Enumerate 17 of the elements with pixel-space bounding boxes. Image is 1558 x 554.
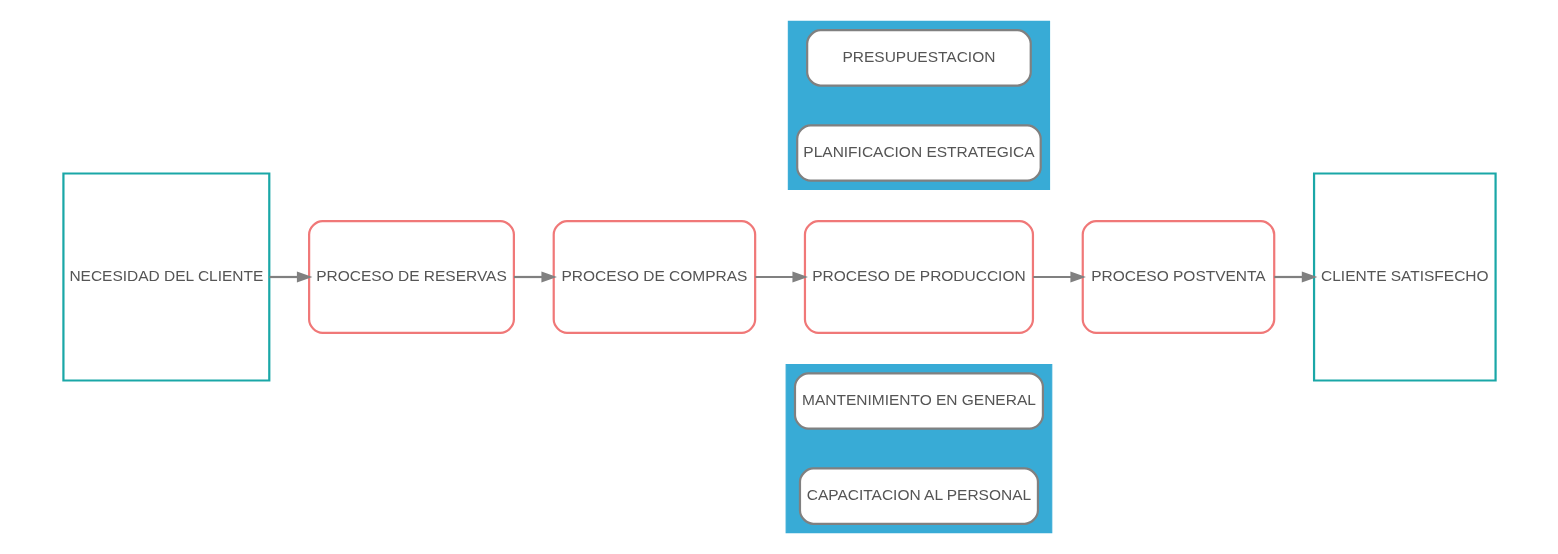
node-box: PROCESO POSTVENTA xyxy=(1081,220,1275,334)
arrow xyxy=(268,271,312,283)
node-box: CAPACITACION AL PERSONAL xyxy=(798,467,1039,525)
arrow xyxy=(513,271,557,283)
node-box: MANTENIMIENTO EN GENERAL xyxy=(793,372,1044,430)
node-box: PLANIFICACION ESTRATEGICA xyxy=(795,124,1042,182)
node-box: PROCESO DE PRODUCCION xyxy=(803,220,1034,334)
arrow xyxy=(1273,271,1317,283)
node-box: PROCESO DE COMPRAS xyxy=(552,220,756,334)
cluster xyxy=(785,363,1052,534)
node-box: CLIENTE SATISFECHO xyxy=(1312,172,1497,382)
node-box: PROCESO DE RESERVAS xyxy=(307,220,515,334)
node-box: NECESIDAD DEL CLIENTE xyxy=(61,172,270,382)
arrow xyxy=(1032,271,1086,283)
arrow xyxy=(754,271,808,283)
cluster xyxy=(787,20,1050,191)
node-box: PRESUPUESTACION xyxy=(805,29,1032,87)
